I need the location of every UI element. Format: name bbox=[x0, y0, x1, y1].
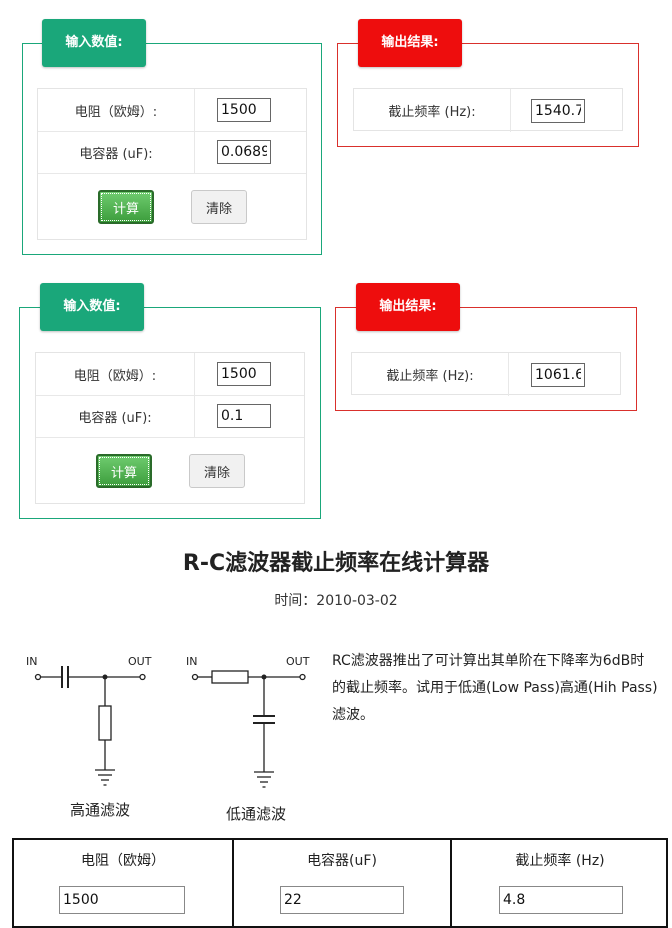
calc1-input-table: 电阻（欧姆）: 电容器 (uF): 计算 清除 bbox=[37, 88, 307, 240]
calc2-output-table: 截止频率 (Hz): bbox=[351, 352, 621, 396]
calc1-calculate-button[interactable]: 计算 bbox=[98, 190, 154, 224]
calc1-resistance-input[interactable] bbox=[217, 98, 271, 122]
result-cutoff-input[interactable] bbox=[499, 886, 623, 914]
calc2-calculate-button[interactable]: 计算 bbox=[96, 454, 152, 488]
calc1-input-fieldset bbox=[22, 43, 322, 255]
calc1-capacitance-label: 电容器 (uF): bbox=[79, 146, 153, 162]
calc2-capacitance-label: 电容器 (uF): bbox=[78, 410, 152, 426]
calc2-capacitance-input[interactable] bbox=[217, 404, 271, 428]
hp-out-label: OUT bbox=[128, 655, 152, 668]
calc2-resistance-input[interactable] bbox=[217, 362, 271, 386]
calc1-capacitance-input[interactable] bbox=[217, 140, 271, 164]
publish-date: 时间：2010-03-02 bbox=[274, 593, 398, 609]
calc2-cutoff-output[interactable] bbox=[531, 362, 585, 387]
result-capacitance-input[interactable] bbox=[280, 886, 404, 914]
result-table: 电阻（欧姆） 电容器(uF) 截止频率 (Hz) bbox=[12, 838, 668, 928]
calc1-output-fieldset bbox=[337, 43, 639, 147]
calc2-input-table: 电阻（欧姆）: 电容器 (uF): 计算 清除 bbox=[35, 352, 305, 504]
rc-filter-diagram: IN OUT IN OUT 高通滤波 低通滤波 bbox=[26, 655, 310, 823]
page-title: R-C滤波器截止频率在线计算器 bbox=[182, 551, 490, 576]
result-col-cutoff: 截止频率 (Hz) bbox=[450, 840, 668, 926]
low-pass-caption: 低通滤波 bbox=[226, 805, 286, 823]
calc2-output-legend: 输出结果: bbox=[356, 283, 460, 331]
result-header-cutoff: 截止频率 (Hz) bbox=[515, 853, 605, 869]
result-header-capacitance: 电容器(uF) bbox=[307, 853, 377, 869]
calc2-clear-button[interactable]: 清除 bbox=[189, 454, 245, 488]
result-header-resistance: 电阻（欧姆） bbox=[81, 853, 165, 869]
lp-in-label: IN bbox=[186, 655, 197, 668]
calc1-output-legend: 输出结果: bbox=[358, 19, 462, 67]
hp-in-label: IN bbox=[26, 655, 37, 668]
calc1-clear-button[interactable]: 清除 bbox=[191, 190, 247, 224]
calc2-output-fieldset bbox=[335, 307, 637, 411]
calc2-input-legend: 输入数值: bbox=[40, 283, 144, 331]
calc1-resistance-label: 电阻（欧姆）: bbox=[74, 104, 158, 120]
result-col-resistance: 电阻（欧姆） bbox=[14, 840, 232, 926]
calc1-cutoff-label: 截止频率 (Hz): bbox=[388, 105, 476, 120]
high-pass-caption: 高通滤波 bbox=[70, 801, 130, 819]
filter-description: RC滤波器推出了可计算出其单阶在下降率为6dB时的截止频率。试用于低通(Low … bbox=[332, 653, 658, 723]
result-col-capacitance: 电容器(uF) bbox=[232, 840, 452, 926]
calc2-resistance-label: 电阻（欧姆）: bbox=[73, 368, 157, 384]
calc1-cutoff-output[interactable] bbox=[531, 98, 585, 123]
calc2-input-fieldset bbox=[19, 307, 321, 519]
result-resistance-input[interactable] bbox=[59, 886, 185, 914]
calc1-output-table: 截止频率 (Hz): bbox=[353, 88, 623, 132]
lp-out-label: OUT bbox=[286, 655, 310, 668]
calc1-input-legend: 输入数值: bbox=[42, 19, 146, 67]
calc2-cutoff-label: 截止频率 (Hz): bbox=[386, 369, 474, 384]
